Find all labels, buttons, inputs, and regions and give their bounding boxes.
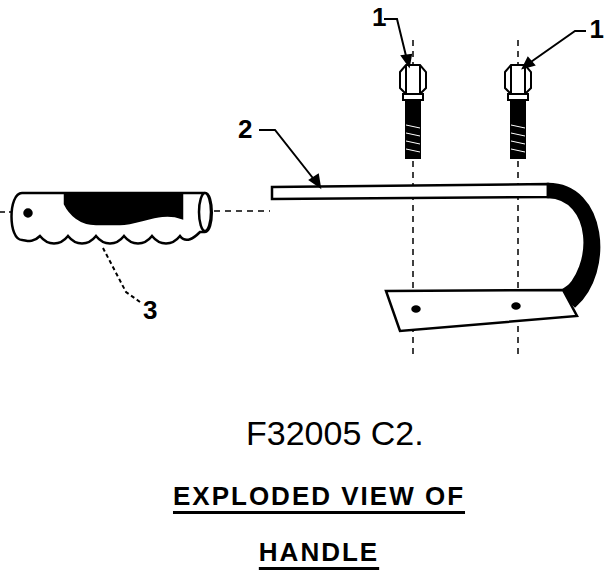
leader-line <box>103 19 586 302</box>
bolt <box>400 65 426 158</box>
figure-number: F32005 C2. <box>246 416 424 450</box>
assembly-axis <box>214 210 270 212</box>
callout-number: 3 <box>143 297 157 323</box>
callout-number: 1 <box>372 4 386 30</box>
bolt <box>505 65 531 158</box>
hand-grip <box>12 193 212 244</box>
callout-number: 2 <box>238 116 252 142</box>
callout-number: 1 <box>590 16 604 42</box>
handle-bracket <box>272 184 599 331</box>
figure-caption: EXPLODED VIEW OF HANDLE <box>129 468 509 580</box>
